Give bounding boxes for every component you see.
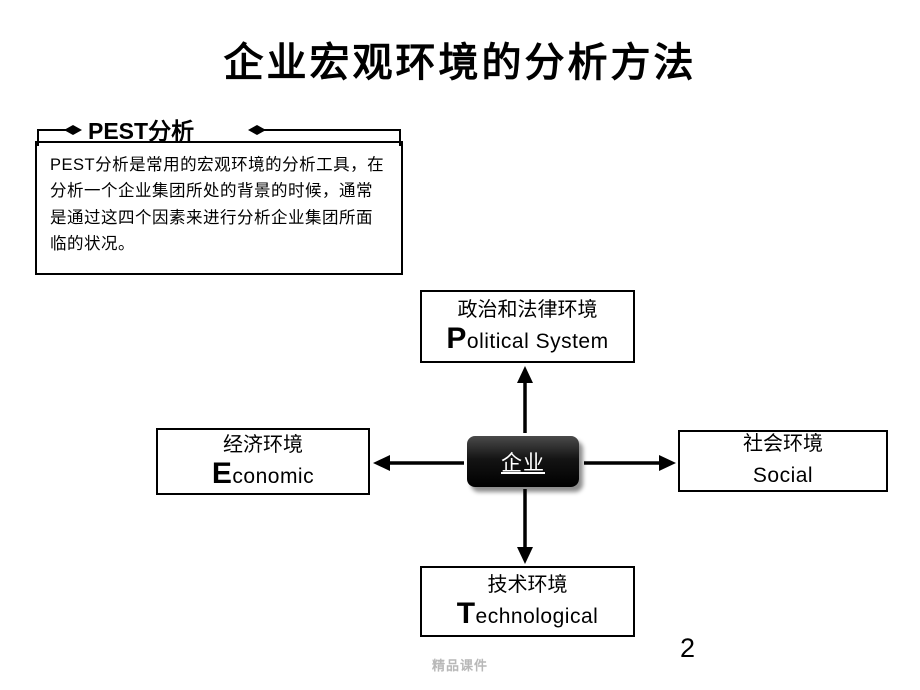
- political-cn-label: 政治和法律环境: [457, 298, 598, 321]
- economic-rest: conomic: [232, 464, 315, 488]
- technological-en-label: Technological: [456, 596, 599, 631]
- watermark-text: 精品课件: [431, 658, 488, 673]
- page-number: 2: [680, 633, 696, 663]
- social-rest: Social: [752, 464, 814, 488]
- technological-rest: echnological: [475, 604, 599, 628]
- social-en-label: Social: [753, 458, 813, 490]
- enterprise-center-box: 企业: [467, 436, 579, 487]
- pest-description-box: PEST分析是常用的宏观环境的分析工具，在分析一个企业集团所处的背景的时候，通常…: [35, 141, 403, 275]
- pest-callout-label: PEST分析: [88, 118, 195, 144]
- slide-title: 企业宏观环境的分析方法: [223, 39, 697, 86]
- political-initial: P: [446, 321, 467, 355]
- technological-environment-box: 技术环境 Technological: [420, 566, 635, 637]
- arrow-up-icon: [517, 366, 533, 433]
- political-rest: olitical System: [466, 329, 609, 353]
- economic-cn-label: 经济环境: [223, 433, 303, 456]
- technological-cn-label: 技术环境: [487, 573, 568, 596]
- arrow-left-icon: [373, 455, 464, 471]
- pest-description-text: PEST分析是常用的宏观环境的分析工具，在分析一个企业集团所处的背景的时候，通常…: [50, 156, 385, 254]
- political-environment-box: 政治和法律环境 Political System: [420, 290, 635, 363]
- economic-environment-box: 经济环境 Economic: [156, 428, 370, 495]
- economic-en-label: Economic: [211, 456, 315, 491]
- arrow-down-icon: [517, 489, 533, 564]
- technological-initial: T: [456, 596, 476, 630]
- economic-initial: E: [211, 456, 233, 490]
- enterprise-label: 企业: [501, 451, 545, 475]
- political-en-label: Political System: [446, 321, 609, 356]
- arrow-right-icon: [584, 455, 676, 471]
- social-environment-box: 社会环境 Social: [678, 430, 888, 492]
- social-cn-label: 社会环境: [743, 433, 823, 456]
